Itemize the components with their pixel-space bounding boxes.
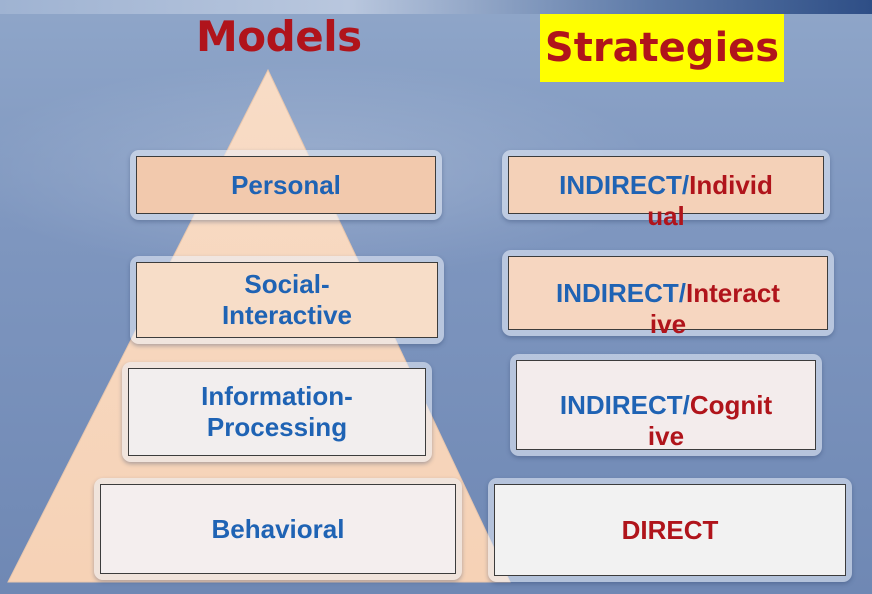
top-gradient-bar	[0, 0, 872, 14]
model-behavioral: Behavioral	[100, 484, 456, 574]
strategy-direct-label: DIRECT	[621, 514, 719, 545]
model-information-processing: Information- Processing	[128, 368, 426, 456]
strategy-direct: DIRECT	[494, 484, 846, 576]
strategy-interactive-prefix: INDIRECT/	[556, 277, 687, 308]
strategy-interactive-suffix: Interact ive	[649, 277, 780, 339]
strategy-indirect-cognitive: INDIRECT/Cognit ive	[516, 360, 816, 451]
model-social-label: Social- Interactive	[221, 269, 353, 330]
strategy-indirect-interactive: INDIRECT/Interact ive	[508, 256, 828, 339]
model-information-label: Information- Processing	[201, 381, 353, 442]
strategy-cognitive-suffix: Cognit ive	[647, 389, 773, 451]
model-social-interactive: Social- Interactive	[136, 262, 438, 338]
models-heading: Models	[196, 12, 362, 61]
model-personal: Personal	[136, 156, 436, 214]
strategy-indirect-individual: INDIRECT/Individ ual	[508, 156, 824, 231]
strategy-individual-prefix: INDIRECT/	[559, 169, 690, 200]
strategy-cognitive-prefix: INDIRECT/	[559, 389, 690, 420]
model-personal-label: Personal	[231, 169, 341, 200]
strategy-individual-suffix: Individ ual	[647, 169, 773, 231]
model-behavioral-label: Behavioral	[211, 513, 345, 544]
strategies-heading: Strategies	[540, 14, 784, 82]
